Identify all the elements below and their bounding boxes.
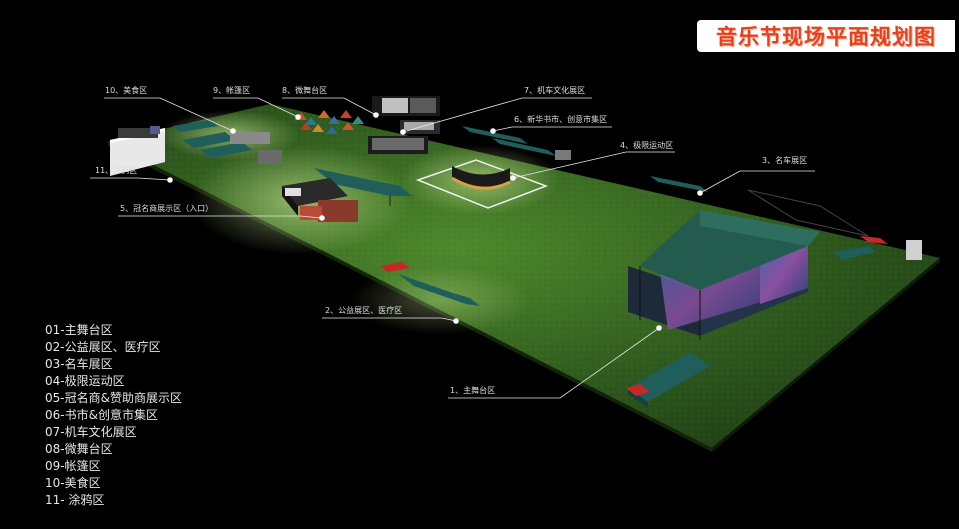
callout-marker-dot <box>230 128 236 134</box>
callout-marker-dot <box>453 318 459 324</box>
public-welfare-medical-area <box>380 262 480 306</box>
legend-item: 07-机车文化展区 <box>45 425 137 439</box>
callout-marker-dot <box>167 177 173 183</box>
car-exhibition <box>650 176 922 260</box>
callout-marker-dot <box>697 190 703 196</box>
callout-marker-dot <box>656 325 662 331</box>
callout-label: 11、涂鸦区 <box>95 165 137 175</box>
zone-callouts: 1、主舞台区 2、公益展区、医疗区 3、名车展区 4、极限运动区 5、冠名商展示区（入口… <box>90 85 815 399</box>
callout-label: 7、机车文化展区 <box>524 85 585 95</box>
callout-leader-line <box>90 177 171 181</box>
legend-item: 09-帐篷区 <box>45 459 101 473</box>
callout-marker-dot <box>319 215 325 221</box>
legend-item: 04-极限运动区 <box>45 374 125 388</box>
legend-item: 11- 涂鸦区 <box>45 493 105 507</box>
callout-marker-dot <box>400 129 406 135</box>
legend-item: 02-公益展区、医疗区 <box>45 340 161 354</box>
legend-item: 06-书市&创意市集区 <box>45 408 158 422</box>
callout-label: 6、新华书市、创意市集区 <box>514 114 607 124</box>
page-title: 音乐节现场平面规划图 <box>716 25 936 49</box>
callout-marker-dot <box>295 114 301 120</box>
main-stage <box>628 210 820 340</box>
callout-leader-line <box>104 97 234 132</box>
callout-leader-line <box>699 170 815 194</box>
callout-leader-line <box>512 151 675 179</box>
title-banner: 音乐节现场平面规划图 <box>697 20 955 52</box>
callout-label: 10、美食区 <box>105 85 147 95</box>
tent-area <box>295 110 364 134</box>
legend-item: 05-冠名商&赞助商展示区 <box>45 391 182 405</box>
food-area <box>172 120 282 164</box>
callout-marker-dot <box>490 128 496 134</box>
callout-label: 5、冠名商展示区（入口） <box>120 203 213 213</box>
book-market <box>368 126 571 160</box>
callout-label: 1、主舞台区 <box>450 385 495 395</box>
legend-item: 08-微舞台区 <box>45 442 113 456</box>
legend-item: 03-名车展区 <box>45 357 113 371</box>
micro-stage <box>372 96 440 116</box>
callout-label: 9、帐篷区 <box>213 85 250 95</box>
callout-label: 3、名车展区 <box>762 155 807 165</box>
sponsor-exhibition <box>282 178 358 222</box>
graffiti-wall <box>110 126 165 176</box>
callout-leader-line <box>492 126 612 132</box>
callout-leader-line <box>402 97 592 133</box>
festival-ground <box>108 104 940 452</box>
tent-row-main-stage <box>626 352 710 408</box>
callout-marker-dot <box>373 112 379 118</box>
legend-item: 10-美食区 <box>45 476 101 490</box>
callout-leader-line <box>322 317 457 322</box>
callout-label: 2、公益展区、医疗区 <box>325 305 402 315</box>
callout-leader-line <box>448 327 660 399</box>
callout-leader-line <box>282 97 377 116</box>
callout-marker-dot <box>510 175 516 181</box>
callout-label: 4、极限运动区 <box>620 140 673 150</box>
zone-legend: 01-主舞台区 02-公益展区、医疗区 03-名车展区 04-极限运动区 05-… <box>45 322 182 509</box>
legend-item: 01-主舞台区 <box>45 323 113 337</box>
extreme-sports-area <box>415 159 549 209</box>
callout-label: 8、微舞台区 <box>282 85 327 95</box>
callout-leader-line <box>118 215 323 219</box>
callout-leader-line <box>213 97 299 118</box>
